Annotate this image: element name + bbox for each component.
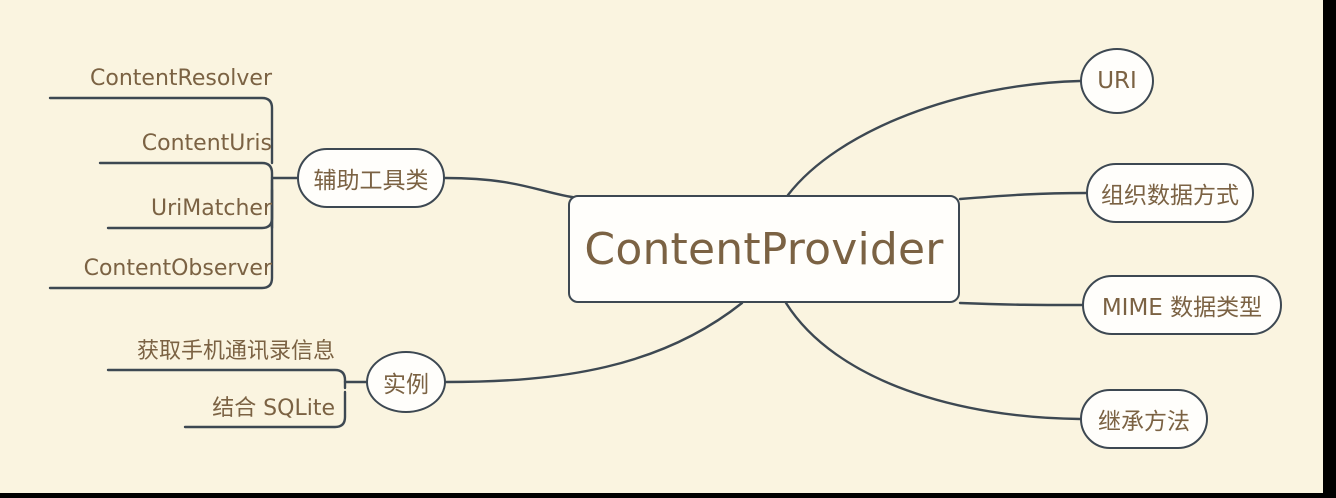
frame-edge-bottom [0,493,1336,498]
leaf-get-contacts-info[interactable]: 获取手机通讯录信息 [136,339,335,364]
wire-leaf-contentobserver [48,188,274,290]
wire-leaf-contenturis [98,161,274,230]
leaf-content-resolver[interactable]: ContentResolver [90,66,272,91]
wire-center-to-inherit [784,301,1082,421]
leaf-combine-sqlite[interactable]: 结合 SQLite [212,396,335,421]
node-uri[interactable]: URI [1080,48,1154,114]
leaf-content-observer[interactable]: ContentObserver [83,256,272,281]
node-auxiliary-tool-classes[interactable]: 辅助工具类 [297,148,445,208]
wire-center-to-org [958,191,1088,201]
node-organize-data-method[interactable]: 组织数据方式 [1086,163,1254,223]
wire-leaf-sqlite [183,390,347,429]
node-content-provider[interactable]: ContentProvider [568,195,960,303]
leaf-content-uris[interactable]: ContentUris [141,131,272,156]
node-instance[interactable]: 实例 [366,351,446,413]
leaf-uri-matcher[interactable]: UriMatcher [151,196,272,221]
wire-aux-to-center [443,176,580,200]
wire-leaf-contacts [106,368,347,390]
node-inheritance-methods[interactable]: 继承方法 [1080,389,1208,449]
node-mime-data-type[interactable]: MIME 数据类型 [1082,275,1282,335]
wire-center-to-uri [786,79,1082,197]
wire-center-to-mime [958,301,1084,307]
frame-edge-right [1323,0,1336,498]
wire-leaf-contentresolver [48,96,274,165]
wire-instance-to-center [444,301,744,384]
